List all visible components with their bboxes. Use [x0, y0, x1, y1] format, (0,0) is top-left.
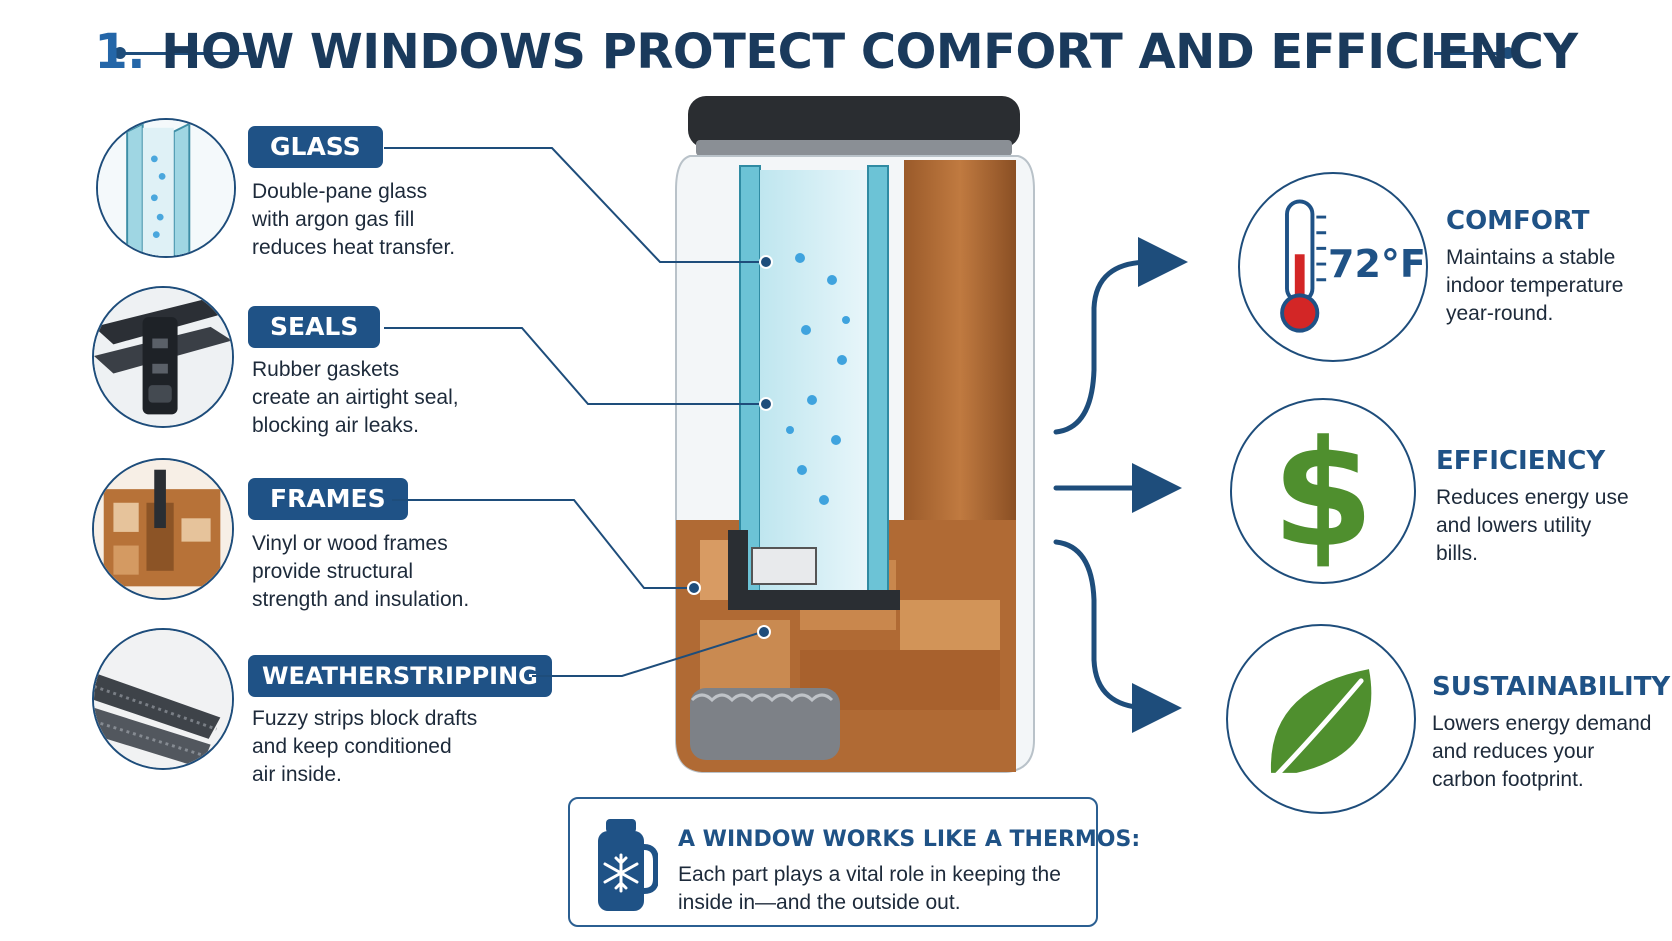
title-rule-left — [120, 52, 250, 55]
thermos-note: A WINDOW WORKS LIKE A THERMOS: Each part… — [568, 797, 1140, 927]
leaf-icon — [1270, 669, 1372, 778]
spacer-bar — [751, 547, 817, 585]
weatherstripping-label: WEATHERSTRIPPING — [248, 655, 552, 697]
argon-gap — [760, 170, 868, 594]
title-text: HOW WINDOWS PROTECT COMFORT AND EFFICIEN… — [161, 24, 1578, 80]
thermos-lid — [688, 96, 1020, 148]
argon-bubbles — [786, 253, 850, 505]
thermos-window-cutaway — [675, 96, 1035, 773]
weatherstrip-roll — [690, 688, 840, 760]
thermos-note-text: Each part plays a vital role in keeping … — [678, 863, 1061, 914]
thermometer-icon — [1280, 199, 1327, 333]
glass-pane-inner — [867, 165, 889, 599]
seals-thumbnail — [92, 286, 234, 428]
sustainability-circle — [1226, 624, 1416, 814]
weatherstripping-thumbnail — [92, 628, 234, 770]
thermos-snowflake-icon — [598, 819, 658, 911]
glass-thumbnail — [96, 118, 236, 258]
title-dot-right — [1502, 47, 1514, 59]
thermos-rim — [696, 140, 1012, 156]
title-rule-right — [1434, 52, 1506, 55]
comfort-circle — [1238, 172, 1428, 362]
title-number: 1. — [94, 24, 145, 80]
benefit-arrows — [1053, 237, 1188, 733]
efficiency-title: EFFICIENCY — [1436, 446, 1606, 476]
svg-text:$: $ — [1272, 409, 1374, 580]
wood-frame-side — [904, 160, 1016, 740]
rubber-gasket-icon — [94, 288, 232, 426]
frames-thumbnail — [92, 458, 234, 600]
glass-pane-outer — [739, 165, 761, 599]
sustainability-title: SUSTAINABILITY — [1432, 672, 1671, 702]
frames-label: FRAMES — [248, 478, 408, 520]
temperature-readout: 72°F — [1328, 242, 1426, 286]
page-title: 1. HOW WINDOWS PROTECT COMFORT AND EFFIC… — [0, 24, 1672, 80]
thermos-note-title: A WINDOW WORKS LIKE A THERMOS: — [678, 827, 1141, 852]
comfort-title: COMFORT — [1446, 206, 1590, 236]
wood-frame-bottom — [676, 520, 1016, 772]
thermos-body — [675, 155, 1035, 773]
efficiency-circle: $ — [1230, 398, 1416, 584]
dollar-sign-icon: $ — [1272, 409, 1374, 580]
fuzzy-strip-icon — [94, 630, 232, 768]
rubber-gasket — [728, 530, 900, 610]
title-row: 1. HOW WINDOWS PROTECT COMFORT AND EFFIC… — [0, 18, 1672, 88]
glass-label: GLASS — [248, 126, 383, 168]
glass-pane-icon — [98, 120, 234, 256]
seals-label: SEALS — [248, 306, 381, 348]
wood-frame-icon — [94, 460, 232, 598]
